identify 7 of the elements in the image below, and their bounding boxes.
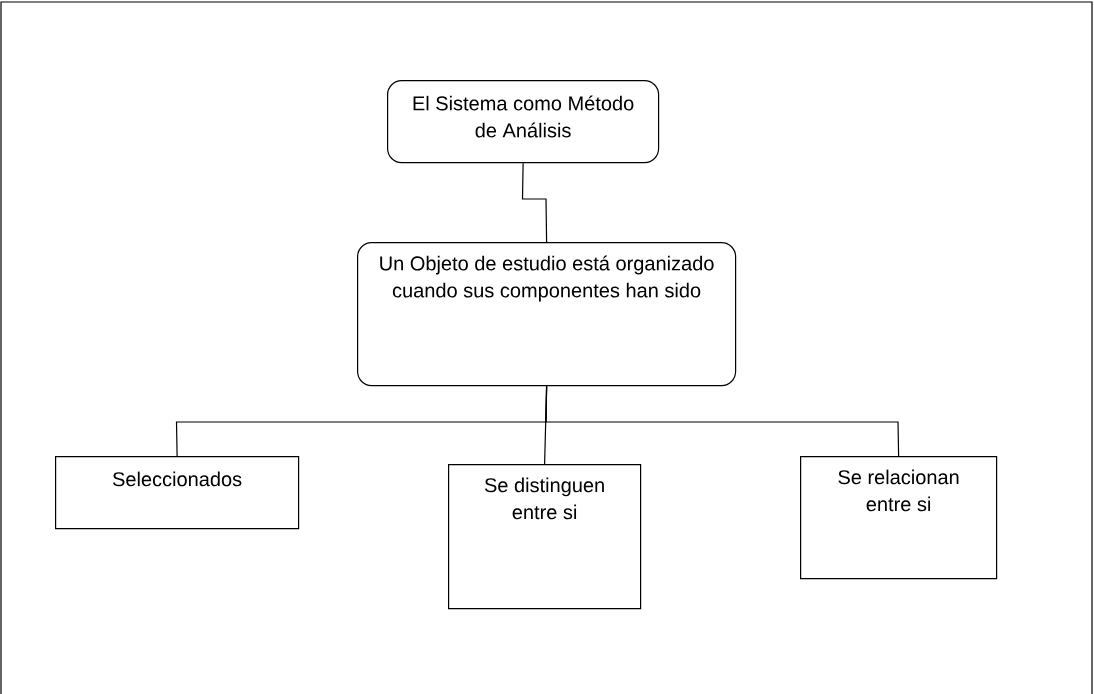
- process-box: Seleccionados: [55, 456, 300, 530]
- process-box: Se relacionan entre si: [800, 456, 998, 580]
- rounded-box: Un Objeto de estudio está organizado cuando sus componentes han sido: [357, 242, 737, 387]
- connector-line: [521, 162, 548, 243]
- connector-line: [545, 385, 900, 457]
- rounded-box: El Sistema como Método de Análisis: [387, 80, 660, 164]
- process-box: Se distinguen entre si: [448, 464, 642, 610]
